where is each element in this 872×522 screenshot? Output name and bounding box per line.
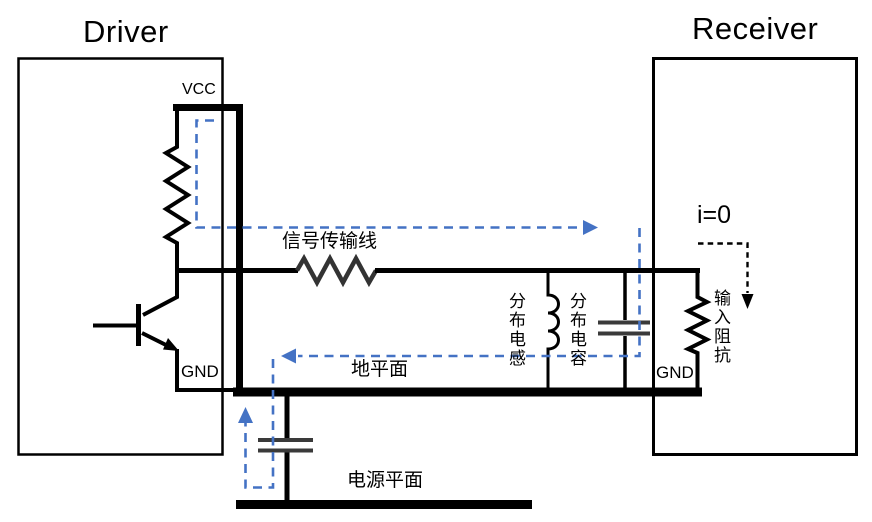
input-impedance-label: 输入阻抗 (711, 289, 730, 365)
distributed-inductance-label: 分布电感 (506, 292, 525, 368)
driver-gnd-label: GND (181, 362, 219, 381)
signal-current-path (195, 119, 581, 229)
power-plane-label: 电源平面 (347, 470, 424, 491)
zero-current-path (698, 242, 749, 293)
distributed-inductor (546, 270, 560, 390)
input-impedance-resistor (683, 268, 712, 390)
transistor-emitter-arrow (163, 338, 179, 351)
receiver-title: Receiver (692, 11, 819, 46)
receiver-box (652, 57, 858, 456)
return-current-path (298, 228, 641, 358)
distributed-capacitance-label: 分布电容 (567, 292, 586, 368)
transistor-emitter (141, 331, 170, 349)
signal-current-arrow (583, 220, 598, 235)
transistor-collector (142, 268, 179, 317)
transmission-line-label: 信号传输线 (282, 231, 378, 252)
ground-plane-label: 地平面 (351, 359, 409, 380)
driver-box (17, 57, 224, 456)
return-loop-path (244, 359, 275, 489)
driver-title: Driver (83, 14, 169, 49)
pullup-resistor (162, 111, 192, 270)
receiver-gnd-label: GND (656, 363, 694, 382)
zero-current-label: i=0 (697, 201, 732, 229)
vcc-label: VCC (182, 81, 216, 98)
zero-current-arrow (741, 294, 754, 309)
transmission-line-resistor (295, 253, 378, 288)
return-loop-arrow (238, 407, 253, 423)
return-current-arrow (281, 348, 296, 364)
